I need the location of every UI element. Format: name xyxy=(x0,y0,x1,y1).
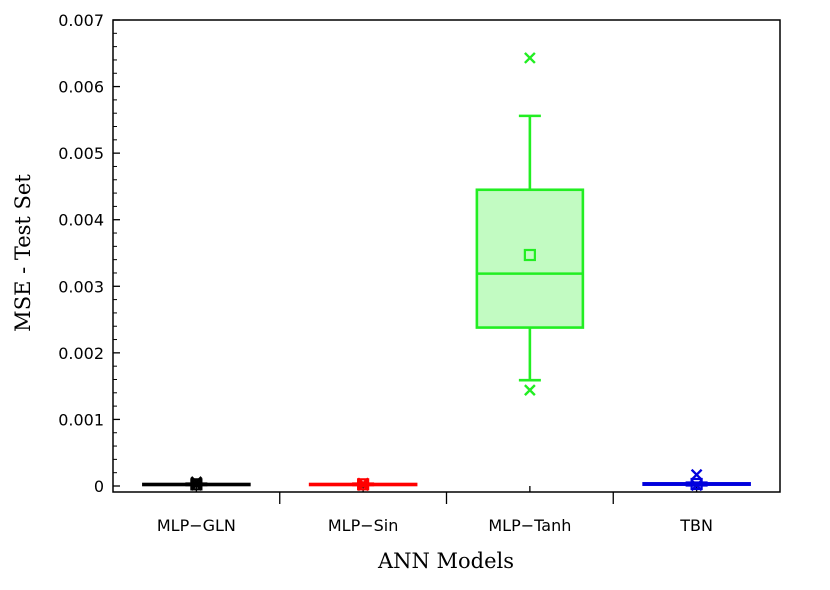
max-marker xyxy=(190,476,203,488)
max-marker xyxy=(357,477,369,490)
plot-area-frame xyxy=(112,19,781,493)
mean-marker xyxy=(523,248,536,262)
min-marker xyxy=(524,384,536,396)
y-tick-label: 0.004 xyxy=(58,211,104,230)
x-tick-label: MLP−Tanh xyxy=(488,516,571,535)
max-marker xyxy=(524,52,536,64)
x-tick-label: MLP−Sin xyxy=(328,516,399,535)
mean-marker xyxy=(190,478,203,491)
y-axis: 0 0.001 0.002 0.003 0.004 0.005 0.006 0.007 xyxy=(58,11,120,496)
mean-marker xyxy=(690,477,703,491)
x-tick-label: MLP−GLN xyxy=(157,516,236,535)
max-marker xyxy=(690,468,703,481)
x-axis: MLP−GLN MLP−Sin MLP−Tanh TBN xyxy=(157,486,713,535)
y-tick-label: 0.003 xyxy=(58,277,104,296)
box-mlpsin xyxy=(308,477,418,492)
y-tick-label: 0.005 xyxy=(58,144,104,163)
min-marker xyxy=(357,479,369,492)
x-tick-label: TBN xyxy=(679,516,713,535)
interquartile-box xyxy=(475,188,585,329)
y-tick-label: 0.006 xyxy=(58,78,104,97)
box-tbn xyxy=(642,468,751,492)
x-axis-title: ANN Models xyxy=(377,549,514,573)
y-tick-label: 0 xyxy=(94,477,104,496)
y-axis-title: MSE - Test Set xyxy=(11,174,35,332)
box-mlptanh xyxy=(475,52,585,396)
y-tick-label: 0.002 xyxy=(58,344,104,363)
min-marker xyxy=(690,479,703,492)
y-tick-label: 0.007 xyxy=(58,11,104,30)
box-series xyxy=(142,52,751,492)
mean-marker xyxy=(357,478,370,491)
box-mlpgln xyxy=(142,476,251,491)
y-tick-label: 0.001 xyxy=(58,410,104,429)
min-marker xyxy=(190,479,203,491)
